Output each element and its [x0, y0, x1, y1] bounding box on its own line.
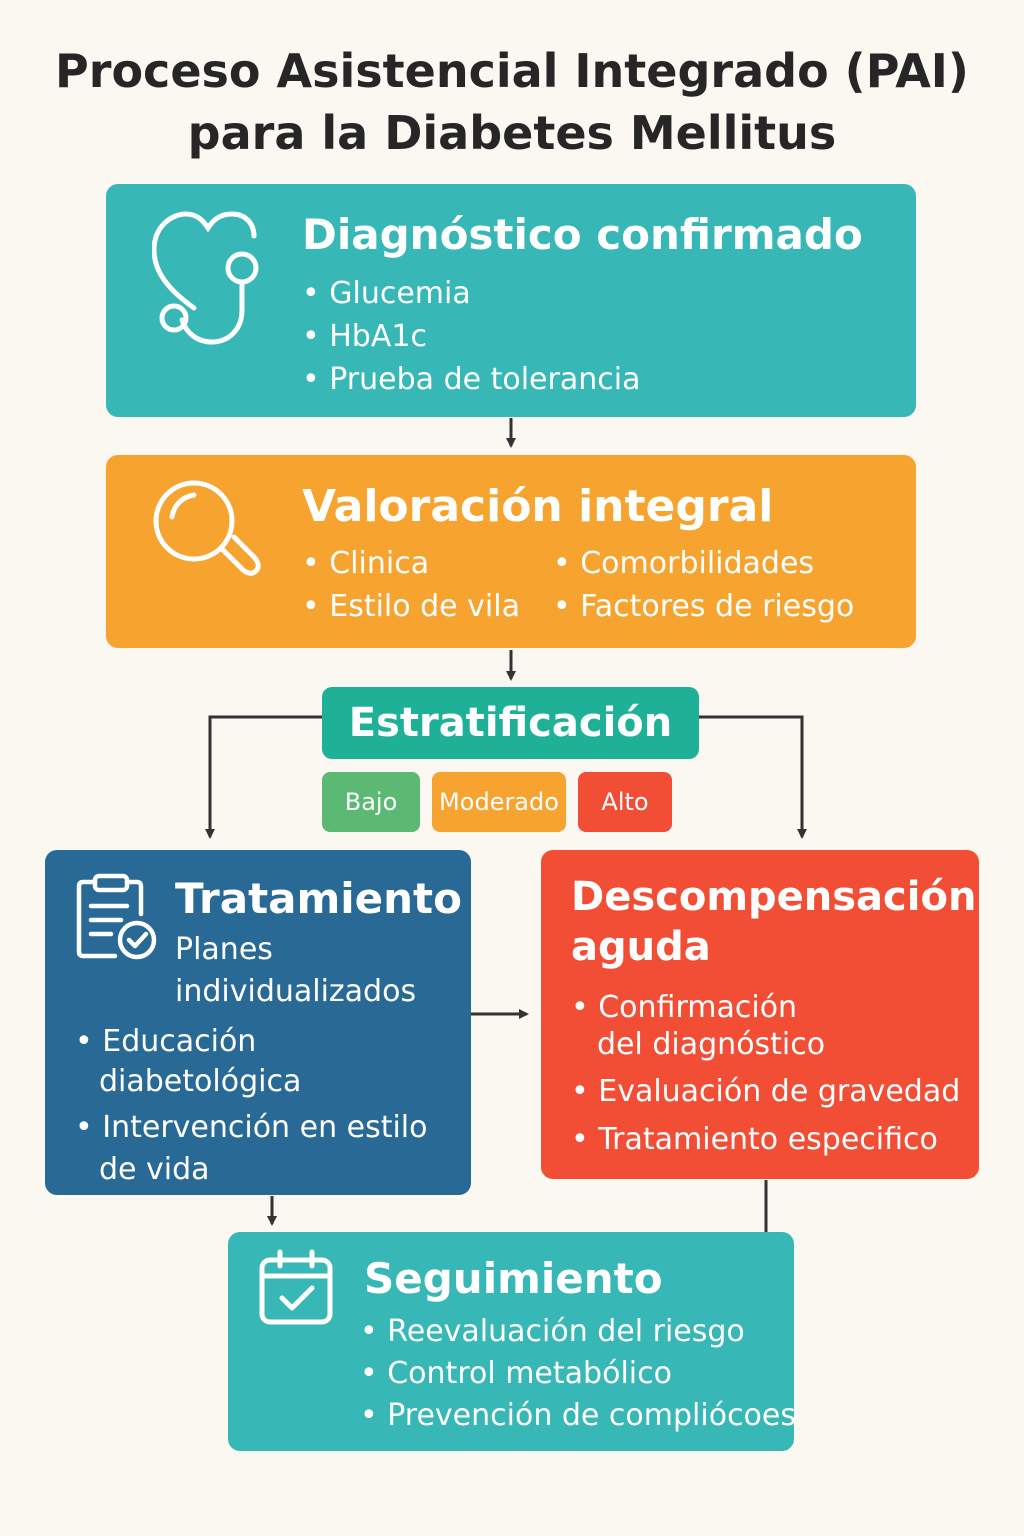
- descompensacion-heading-line-2: aguda: [571, 924, 711, 970]
- level-alto-badge: Alto: [578, 772, 672, 832]
- diagnostico-item-glucemia: Glucemia: [302, 276, 471, 311]
- level-bajo-badge: Bajo: [322, 772, 420, 832]
- seguimiento-item-control: Control metabólico: [360, 1356, 672, 1391]
- seguimiento-item-reevaluacion: Reevaluación del riesgo: [360, 1314, 745, 1349]
- seguimiento-item-prevencion: Prevención de compliócoes: [360, 1398, 796, 1433]
- tratamiento-subtitle-line-2: individualizados: [175, 974, 417, 1009]
- descompensacion-item-tratamiento: Tratamiento especifico: [571, 1122, 938, 1157]
- diagnostico-box: Diagnóstico confirmado Glucemia HbA1c Pr…: [106, 184, 916, 417]
- diagnostico-item-hba1c: HbA1c: [302, 319, 427, 354]
- clipboard-check-icon: [76, 873, 157, 960]
- seguimiento-box: Seguimiento Reevaluación del riesgo Cont…: [228, 1232, 796, 1451]
- page-title: Proceso Asistencial Integrado (PAI) para…: [0, 40, 1024, 164]
- valoracion-item-clinica: Clinica: [302, 546, 429, 581]
- tratamiento-box: Tratamiento Planes individualizados Educ…: [45, 850, 471, 1195]
- title-line-2: para la Diabetes Mellitus: [187, 106, 837, 160]
- valoracion-item-factores: Factores de riesgo: [553, 589, 854, 624]
- tratamiento-item-educacion-cont: diabetológica: [99, 1064, 302, 1099]
- descompensacion-item-confirmacion: Confirmación: [571, 990, 797, 1025]
- arrow-estratificacion-tratamiento: [205, 715, 322, 839]
- magnifier-icon: [153, 480, 261, 576]
- seguimiento-heading: Seguimiento: [364, 1254, 663, 1303]
- tratamiento-item-educacion: Educación: [75, 1024, 256, 1059]
- estratificacion-box: Estratificación: [322, 687, 699, 759]
- descompensacion-box: Descompensación aguda Confirmación del d…: [541, 850, 979, 1179]
- tratamiento-item-intervencion: Intervención en estilo: [75, 1110, 427, 1145]
- arrow-estratificacion-descompensacion: [699, 715, 807, 839]
- valoracion-heading: Valoración integral: [302, 481, 774, 532]
- tratamiento-item-intervencion-cont: de vida: [99, 1152, 210, 1187]
- diagnostico-heading: Diagnóstico confirmado: [302, 210, 863, 259]
- diagnostico-item-prueba: Prueba de tolerancia: [302, 362, 640, 397]
- level-moderado-badge: Moderado: [432, 772, 566, 832]
- descompensacion-item-confirmacion-cont: del diagnóstico: [597, 1027, 826, 1062]
- stethoscope-icon: [152, 211, 259, 345]
- valoracion-item-comorbilidades: Comorbilidades: [553, 546, 814, 581]
- tratamiento-heading: Tratamiento: [175, 874, 462, 923]
- valoracion-item-estilo: Estilo de vila: [302, 589, 520, 624]
- calendar-check-icon: [259, 1249, 333, 1325]
- descompensacion-heading-line-1: Descompensación: [571, 874, 977, 920]
- descompensacion-item-evaluacion: Evaluación de gravedad: [571, 1074, 960, 1109]
- tratamiento-subtitle-line-1: Planes: [175, 932, 273, 967]
- title-line-1: Proceso Asistencial Integrado (PAI): [55, 44, 969, 98]
- valoracion-box: Valoración integral Clinica Estilo de vi…: [106, 455, 916, 648]
